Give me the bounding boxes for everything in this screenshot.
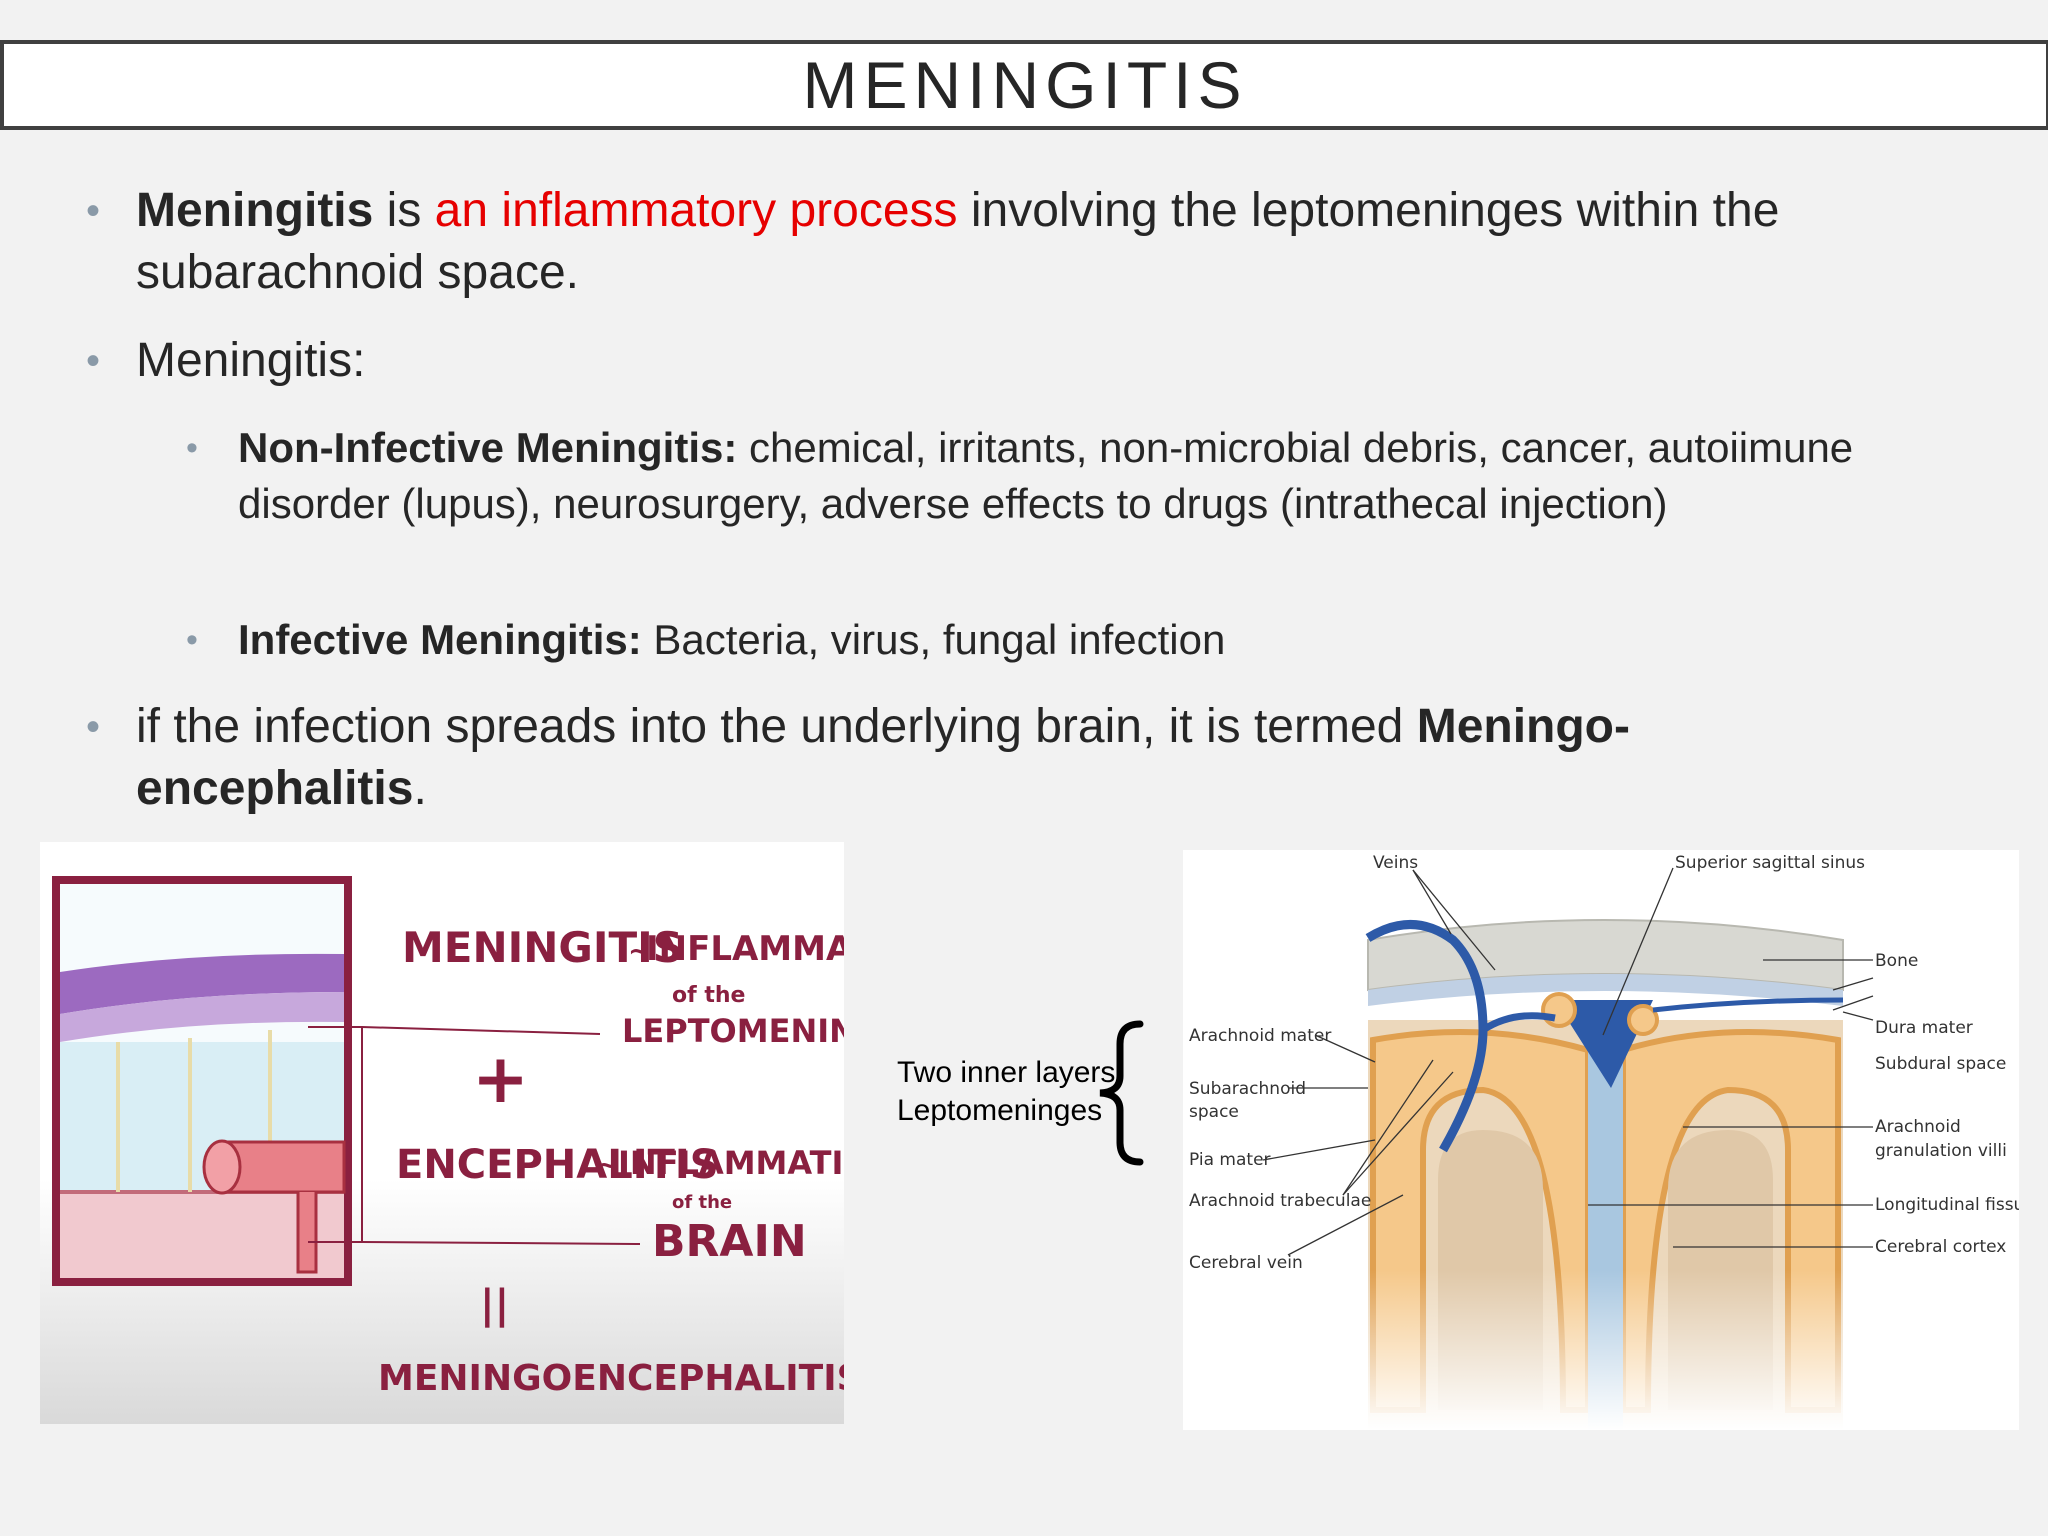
right-gyrus (1620, 1029, 1841, 1413)
label-brain: BRAIN (652, 1216, 807, 1267)
leptomeninges-callout: Two inner layers Leptomeninges (897, 1054, 1115, 1130)
bullet-text: if the infection spreads into the underl… (136, 700, 1417, 753)
bullet-dot: • (186, 429, 198, 467)
label-arachnoid-granulation: Arachnoid (1875, 1117, 1961, 1137)
callout-line: Two inner layers (897, 1056, 1116, 1089)
label-meningitis: MENINGITIS (402, 923, 683, 972)
meningoencephalitis-illustration: MENINGITIS ~ INFLAMMATION of the LEPTOME… (40, 842, 844, 1424)
label-of-the: of the (672, 1192, 732, 1213)
label-plus: + (472, 1040, 529, 1119)
label-subarachnoid: Subarachnoid (1189, 1079, 1306, 1099)
label-of-the: of the (672, 983, 745, 1008)
bullet-text: . (413, 762, 427, 815)
label-arachnoid-mater: Arachnoid mater (1189, 1026, 1331, 1046)
sub-bullet-term: Non-Infective Meningitis: (238, 424, 738, 471)
bullet-dot: • (86, 339, 101, 383)
label-superior-sagittal-sinus: Superior sagittal sinus (1675, 853, 1865, 873)
dura-layer (60, 953, 344, 1014)
label-cerebral-vein: Cerebral vein (1189, 1253, 1303, 1273)
vessel-opening (202, 1139, 242, 1195)
vein (1365, 920, 1488, 1153)
callout-line: Leptomeninges (897, 1094, 1103, 1127)
granulation (1627, 1004, 1659, 1036)
title-bar: MENINGITIS (0, 40, 2048, 130)
left-gyrus (1370, 1029, 1591, 1413)
bullet-text: involving the leptomeninges within the s… (136, 184, 1780, 299)
label-granulation-villi: granulation villi (1875, 1141, 2007, 1161)
anatomy-drawing: Veins Superior sagittal sinus Bone Dura … (1189, 853, 2019, 1430)
brace-icon (1099, 1020, 1144, 1166)
label-dura-mater: Dura mater (1875, 1018, 1973, 1038)
bullet-meningoencephalitis: • if the infection spreads into the unde… (86, 696, 1776, 820)
bullet-text: Meningitis: (136, 334, 366, 387)
label-bone: Bone (1875, 951, 1918, 971)
vein (1481, 1012, 1556, 1033)
label-encephalitis: ENCEPHALITIS (396, 1142, 719, 1188)
label-cerebral-cortex: Cerebral cortex (1875, 1237, 2006, 1257)
vein (1652, 997, 1844, 1013)
sub-bullet-text: chemical, irritants, non-microbial debri… (238, 424, 1854, 527)
label-pia-mater: Pia mater (1189, 1150, 1271, 1170)
bullet-text: is (373, 184, 435, 237)
vessel-branch (296, 1192, 318, 1274)
bullet-highlight: an inflammatory process (434, 184, 958, 237)
label-tilde: ~ (628, 934, 651, 967)
label-space: space (1189, 1102, 1239, 1122)
fade-overlay (1368, 1270, 1843, 1430)
slide-title: MENINGITIS (802, 48, 1248, 122)
illustration-drawing: MENINGITIS ~ INFLAMMATION of the LEPTOME… (52, 876, 844, 1399)
leader-line (361, 1241, 641, 1245)
dura-layer (1368, 974, 1843, 1006)
label-tilde: ~ (596, 1148, 619, 1181)
meninges-anatomy-diagram: Veins Superior sagittal sinus Bone Dura … (1183, 850, 2019, 1430)
label-meningoencephalitis: MENINGOENCEPHALITIS (378, 1358, 844, 1399)
bullet-dot: • (86, 705, 101, 749)
sub-bullet-non-infective: • Non-Infective Meningitis: chemical, ir… (186, 420, 1878, 532)
arachnoid-layer (60, 992, 344, 1042)
sub-bullet-infective: • Infective Meningitis: Bacteria, virus,… (186, 612, 1878, 668)
granulation (1541, 992, 1577, 1028)
label-subdural-space: Subdural space (1875, 1054, 2006, 1074)
label-arachnoid-trabeculae: Arachnoid trabeculae (1189, 1191, 1371, 1211)
leader-line (361, 1026, 601, 1035)
bullet-term: Meningo-encephalitis (136, 700, 1630, 815)
label-leptomeninges: LEPTOMENINGES (622, 1012, 844, 1050)
label-inflammation: INFLAMMATION (646, 929, 844, 969)
bullet-dot: • (186, 621, 198, 659)
bullet-types: • Meningitis: (86, 330, 1996, 392)
bullet-definition: • Meningitis is an inflammatory process … (86, 180, 1996, 304)
sub-bullet-term: Infective Meningitis: (238, 616, 642, 663)
leader-lines (1262, 867, 1874, 1256)
bracket (308, 1026, 363, 1243)
bullet-term: Meningitis (136, 184, 374, 237)
label-longitudinal-fissure: Longitudinal fissure (1875, 1195, 2019, 1215)
label-veins: Veins (1373, 853, 1418, 873)
bullet-dot: • (86, 189, 101, 233)
label-equals: || (480, 1282, 509, 1329)
sub-bullet-text: Bacteria, virus, fungal infection (641, 616, 1226, 663)
label-inflammation: INFLAMMATION (618, 1144, 844, 1182)
